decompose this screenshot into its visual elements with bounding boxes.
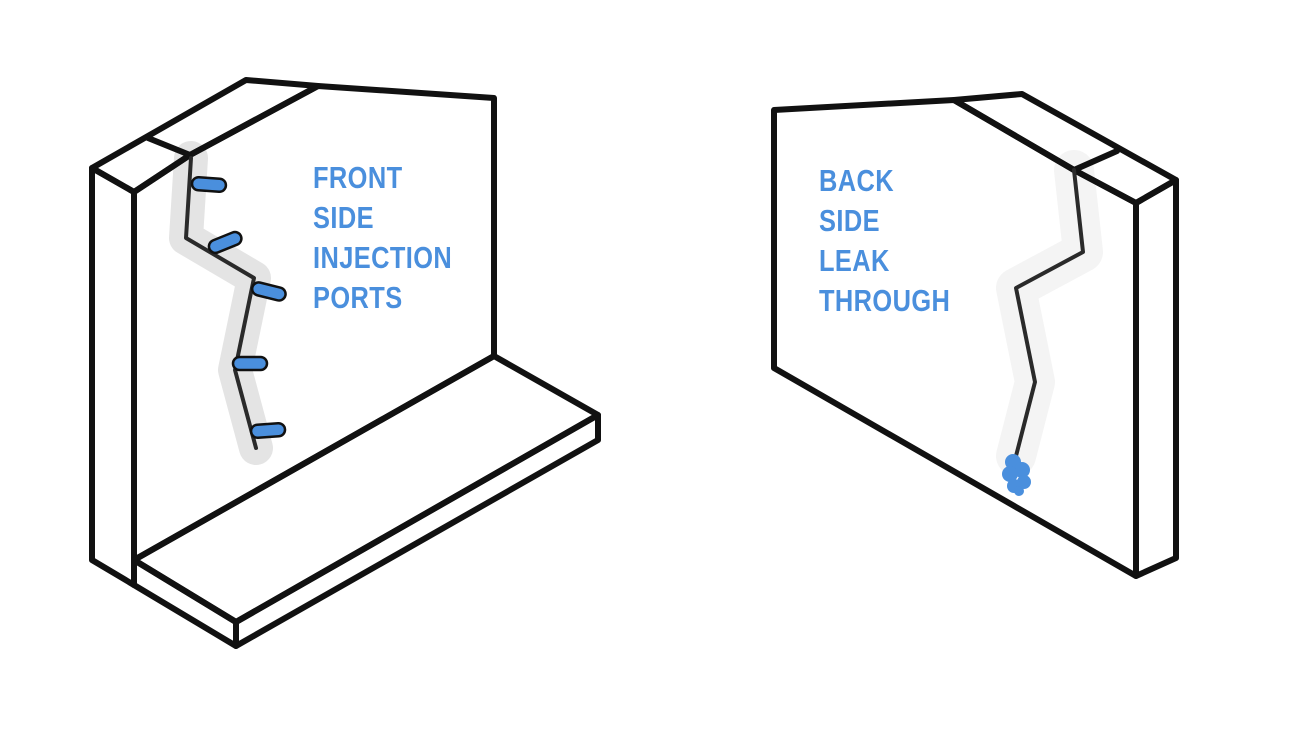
back-wall-side — [1133, 177, 1179, 579]
front-side-wall: FRONT SIDE INJECTION PORTS — [89, 77, 601, 649]
back-crack-line — [1014, 168, 1085, 458]
front-base-slab-front — [131, 557, 239, 649]
back-label-line-4: THROUGH — [819, 284, 950, 319]
injection-port — [249, 422, 287, 439]
injection-port — [231, 355, 269, 372]
front-wall-side — [89, 165, 137, 588]
front-crack-line — [184, 156, 258, 450]
injection-port — [190, 176, 228, 193]
front-label-line-1: FRONT — [313, 161, 403, 196]
front-base-slab-side — [233, 412, 601, 649]
back-wall-top-seam — [1071, 148, 1120, 173]
back-side-wall: BACK SIDE LEAK THROUGH — [771, 91, 1179, 579]
injection-ports — [190, 176, 287, 439]
back-label-line-2: SIDE — [819, 204, 880, 239]
leak-through-blob — [1002, 454, 1031, 496]
front-base-slab-top — [131, 353, 601, 625]
front-label-line-4: PORTS — [313, 281, 403, 316]
front-wall-top-seam — [145, 135, 193, 158]
back-label-line-3: LEAK — [819, 244, 890, 279]
injection-port — [250, 281, 287, 302]
front-label-line-3: INJECTION — [313, 241, 452, 276]
injection-port — [207, 230, 243, 255]
back-label-line-1: BACK — [819, 164, 894, 199]
front-label-line-2: SIDE — [313, 201, 374, 236]
